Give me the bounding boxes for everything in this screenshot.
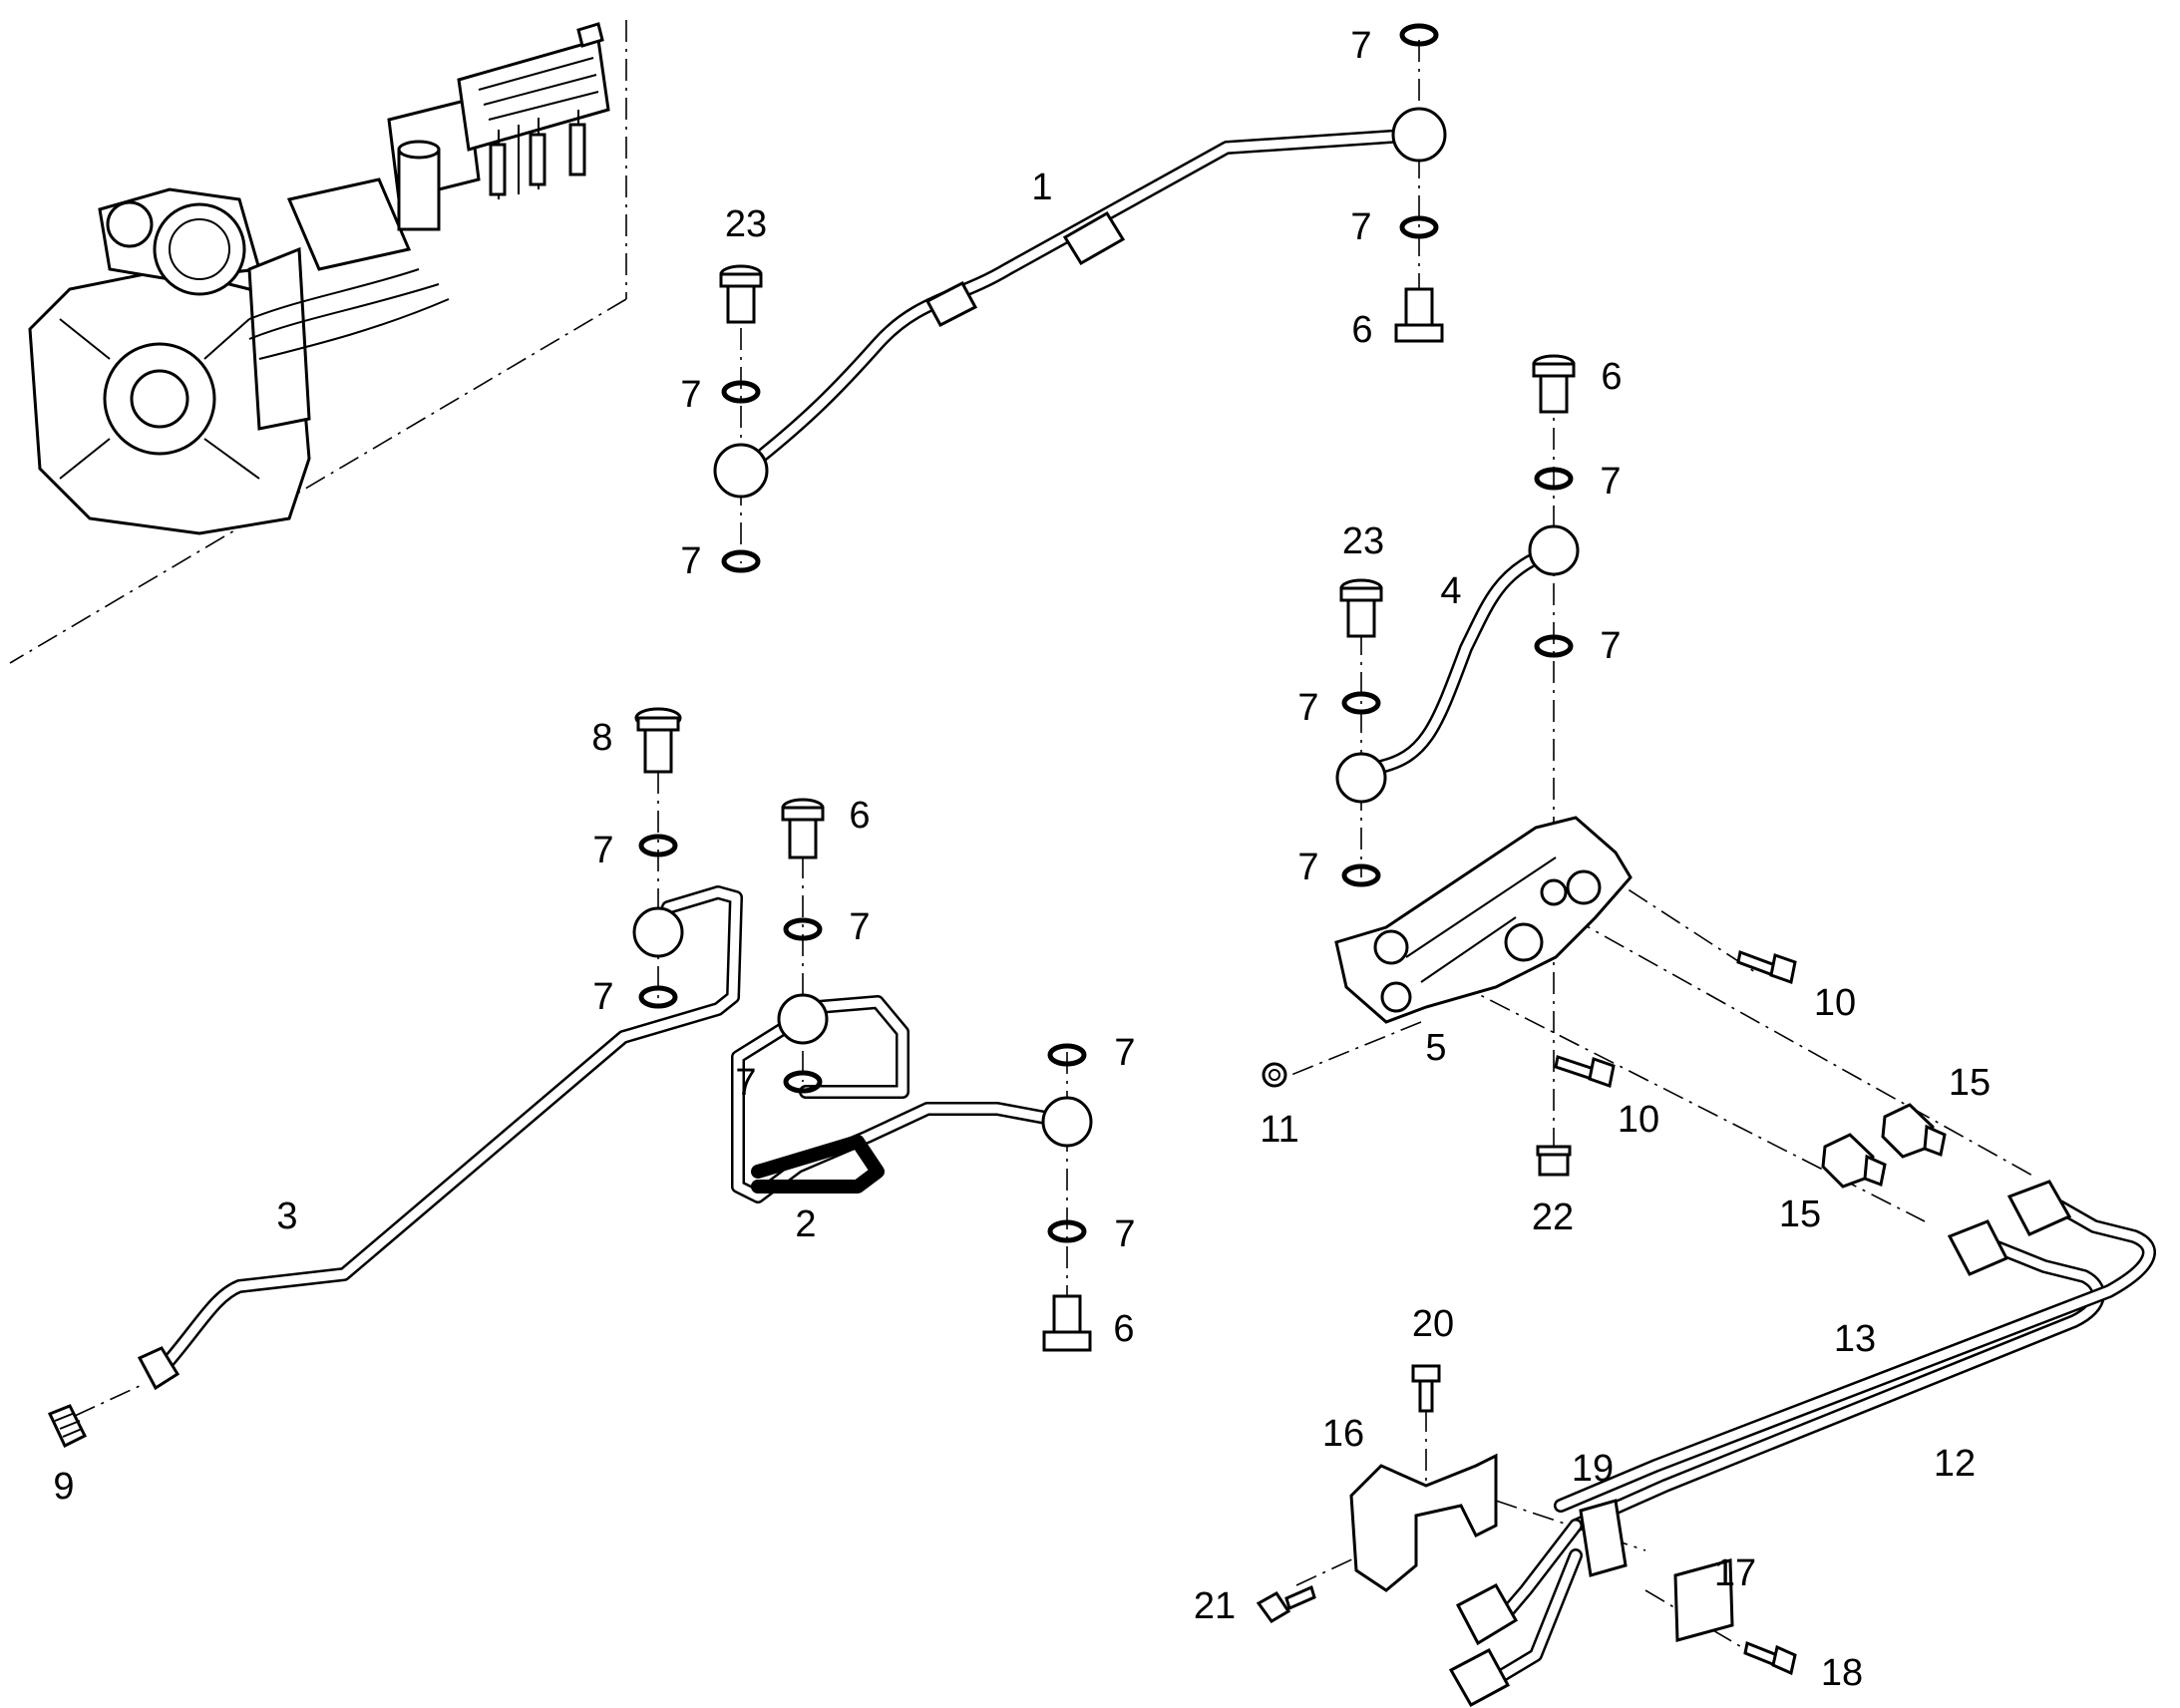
- pipe-end-fittings: [1448, 1180, 2072, 1708]
- callout-10: 10: [1814, 982, 1856, 1024]
- callout-18: 18: [1821, 1652, 1863, 1694]
- banjo-eye: [1041, 1096, 1093, 1148]
- screw-18: [1743, 1640, 1797, 1676]
- pipe-nut: [1448, 1647, 1511, 1708]
- callout-7: 7: [1600, 625, 1621, 667]
- clamp-19: [1579, 1499, 1628, 1577]
- callout-6: 6: [1351, 309, 1372, 351]
- callout-17: 17: [1714, 1552, 1756, 1594]
- pipe-3: [137, 885, 743, 1391]
- banjo-bolt-6: [1532, 354, 1576, 414]
- callout-6: 6: [849, 795, 870, 837]
- callout-4: 4: [1440, 570, 1461, 612]
- screw-21: [1256, 1584, 1316, 1623]
- transmission-overview-inset: [9, 20, 627, 664]
- callout-19: 19: [1572, 1448, 1614, 1490]
- callout-21: 21: [1194, 1585, 1236, 1627]
- pipe-13: [1554, 1199, 2156, 1513]
- callout-7: 7: [849, 906, 870, 948]
- pipe-nut: [1947, 1219, 2009, 1276]
- transmission-housing-illustration: [28, 22, 610, 535]
- screw-20: [1411, 1364, 1441, 1413]
- pipe-nut: [2006, 1180, 2072, 1236]
- pipe-4: [1369, 543, 1561, 775]
- union-15: [1821, 1133, 1887, 1189]
- callout-22: 22: [1532, 1196, 1574, 1238]
- callout-7: 7: [1600, 461, 1621, 503]
- callout-7: 7: [1297, 687, 1318, 729]
- callout-7: 7: [1114, 1213, 1135, 1255]
- callout-23: 23: [1342, 520, 1384, 562]
- callout-23: 23: [725, 203, 767, 245]
- bracket-16: [1349, 1453, 1498, 1592]
- callout-8: 8: [591, 717, 612, 759]
- small-hardware: [47, 949, 1947, 1676]
- banjo-bolt-8: [634, 707, 682, 774]
- callout-7: 7: [680, 374, 701, 416]
- callout-15: 15: [1779, 1194, 1821, 1235]
- screw-10: [1554, 1055, 1616, 1088]
- callout-7: 7: [680, 540, 701, 582]
- banjo-bolt-6: [781, 798, 825, 859]
- plate-17: [1673, 1558, 1734, 1642]
- callout-7: 7: [592, 976, 613, 1018]
- callout-7: 7: [1114, 1032, 1135, 1074]
- banjo-eye: [1335, 752, 1387, 804]
- callout-3: 3: [276, 1196, 297, 1237]
- plug-11: [1262, 1062, 1287, 1088]
- banjo-bolt-6: [1042, 1294, 1092, 1352]
- callout-7: 7: [592, 830, 613, 871]
- callout-16: 16: [1322, 1413, 1364, 1455]
- callout-11: 11: [1260, 1109, 1298, 1151]
- callout-20: 20: [1412, 1303, 1454, 1345]
- callout-6: 6: [1601, 356, 1622, 398]
- banjo-eye: [777, 993, 829, 1045]
- callout-labels: 1234566667777777777777789101011121315151…: [53, 25, 1991, 1694]
- callout-10: 10: [1618, 1099, 1659, 1141]
- callout-7: 7: [1297, 847, 1318, 888]
- plug-22: [1536, 1145, 1572, 1177]
- assembly-axis-lines: [74, 40, 2035, 1656]
- pipe-1: [751, 128, 1426, 466]
- union-15: [1881, 1103, 1947, 1159]
- pipe-nut: [1455, 1582, 1519, 1646]
- banjo-bolt-6: [1394, 287, 1444, 343]
- banjo-bolts: [634, 264, 1576, 1352]
- callout-15: 15: [1949, 1062, 1991, 1104]
- callout-7: 7: [1350, 25, 1371, 67]
- callout-6: 6: [1113, 1308, 1134, 1350]
- banjo-bolt-23: [719, 264, 763, 324]
- pipe-12: [1569, 1239, 2105, 1533]
- callout-12: 12: [1934, 1443, 1976, 1485]
- callout-7: 7: [1350, 206, 1371, 248]
- callout-9: 9: [53, 1466, 74, 1508]
- pipe-3-nut: [137, 1346, 181, 1391]
- banjo-eye: [632, 906, 684, 958]
- banjo-eye: [713, 443, 769, 499]
- banjo-eye: [1528, 524, 1580, 576]
- pipe-2: [731, 995, 1074, 1203]
- banjo-eye: [1391, 107, 1447, 163]
- manifold-block-5: [1334, 816, 1633, 1024]
- pipe-1-sleeve: [1062, 210, 1126, 266]
- callout-2: 2: [795, 1203, 816, 1245]
- callout-1: 1: [1031, 167, 1052, 208]
- callout-13: 13: [1834, 1318, 1876, 1360]
- screw-10: [1736, 949, 1797, 984]
- plug-9: [47, 1404, 88, 1449]
- pipe-1-sleeve: [924, 280, 978, 328]
- callout-7: 7: [735, 1062, 756, 1104]
- banjo-bolt-23: [1339, 578, 1383, 638]
- sealing-rings: [638, 23, 1574, 1243]
- callout-5: 5: [1425, 1027, 1446, 1069]
